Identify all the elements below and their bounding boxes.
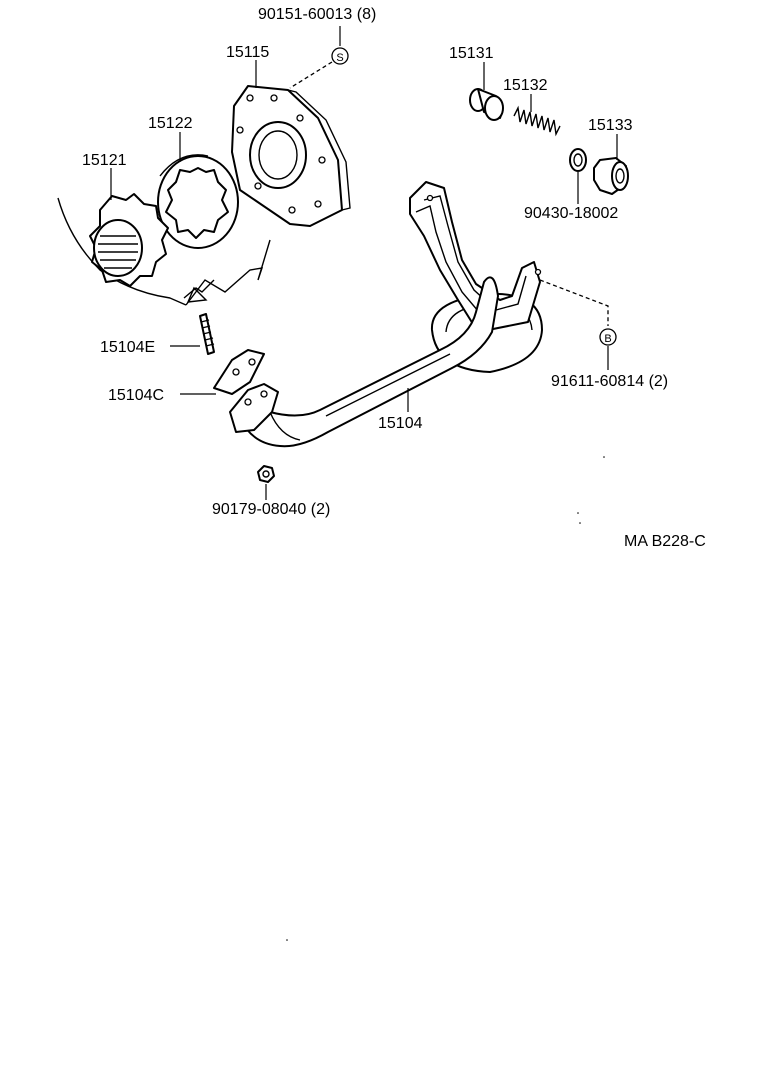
label-15115: 15115 [226, 44, 269, 61]
label-15131: 15131 [449, 45, 494, 62]
label-15133: 15133 [588, 117, 633, 134]
diagram-code: MA B228-C [624, 533, 706, 550]
strainer-gasket [213, 349, 265, 395]
label-15121: 15121 [82, 152, 127, 169]
driven-rotor [157, 154, 239, 249]
bolt-symbol-icon: B [599, 328, 617, 346]
scan-specks [286, 456, 605, 941]
label-90430-18002: 90430-18002 [524, 205, 618, 222]
bolt-symbol-text: B [604, 333, 611, 345]
label-15104E: 15104E [100, 339, 155, 356]
engine-block-outline [57, 197, 271, 306]
label-91611-60814: 91611-60814 (2) [551, 373, 668, 390]
label-15104C: 15104C [108, 387, 164, 404]
strainer-nut [257, 465, 275, 483]
relief-plug [593, 157, 629, 195]
oil-strainer-assembly [229, 181, 543, 448]
part-labels: 90151-60013 (8) 15115 15131 15132 15133 … [82, 6, 706, 550]
label-15122: 15122 [148, 115, 193, 132]
label-90179-08040: 90179-08040 (2) [212, 501, 330, 518]
label-15104: 15104 [378, 415, 423, 432]
label-90151-60013: 90151-60013 (8) [258, 6, 376, 23]
drive-rotor [89, 193, 169, 287]
relief-spring [513, 105, 561, 137]
label-15132: 15132 [503, 77, 548, 94]
screw-symbol-text: S [336, 52, 343, 64]
leader-lines [110, 26, 618, 500]
strainer-stud [199, 313, 215, 355]
relief-valve [469, 88, 504, 121]
install-arrow-icon [183, 279, 215, 303]
oil-pump-cover [231, 85, 351, 227]
screw-symbol-icon: S [331, 47, 349, 65]
relief-gasket [569, 148, 587, 172]
